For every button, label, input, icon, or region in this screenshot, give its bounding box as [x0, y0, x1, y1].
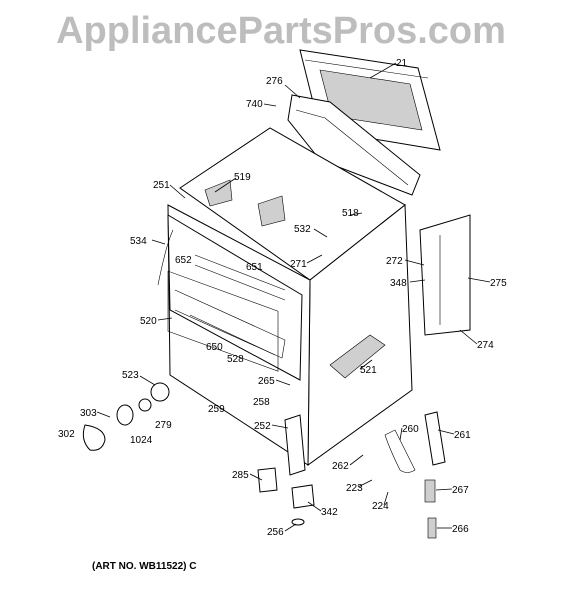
callout-21: 21	[396, 58, 408, 69]
callout-651: 651	[246, 262, 263, 273]
callout-528: 528	[227, 354, 244, 365]
callout-279: 279	[155, 420, 172, 431]
leader-lines	[96, 62, 491, 532]
callout-519: 519	[234, 172, 251, 183]
callout-652: 652	[175, 255, 192, 266]
callout-523: 523	[122, 370, 139, 381]
callout-285: 285	[232, 470, 249, 481]
side-panel	[419, 214, 471, 336]
callout-266: 266	[452, 524, 469, 535]
art-number-caption: (ART NO. WB11522) C	[92, 561, 197, 572]
callout-534: 534	[130, 236, 147, 247]
callout-518: 518	[342, 208, 359, 219]
callout-223: 223	[346, 483, 363, 494]
callout-260: 260	[402, 424, 419, 435]
callout-274: 274	[477, 340, 494, 351]
callout-348: 348	[390, 278, 407, 289]
oven-interior	[167, 214, 303, 381]
oven-rod	[157, 229, 174, 286]
vent-duct	[287, 94, 421, 196]
callout-1024: 1024	[130, 435, 153, 446]
callout-342: 342	[321, 507, 338, 518]
callout-224: 224	[372, 501, 389, 512]
callout-252: 252	[254, 421, 271, 432]
callout-251: 251	[153, 180, 170, 191]
callout-740: 740	[246, 99, 263, 110]
callout-256: 256	[267, 527, 284, 538]
lamp-and-knob-parts	[82, 382, 170, 451]
callout-272: 272	[386, 256, 403, 267]
access-cover	[329, 334, 386, 379]
callout-532: 532	[294, 224, 311, 235]
callout-262: 262	[332, 461, 349, 472]
callout-267: 267	[452, 485, 469, 496]
callout-271: 271	[290, 259, 307, 270]
callout-275: 275	[490, 278, 507, 289]
watermark-logo-text: AppliancePartsPros.com	[56, 10, 506, 52]
lower-parts	[257, 411, 446, 539]
callout-259: 259	[208, 404, 225, 415]
callout-521: 521	[360, 365, 377, 376]
callout-258: 258	[253, 397, 270, 408]
callout-265: 265	[258, 376, 275, 387]
callout-650: 650	[206, 342, 223, 353]
callout-520: 520	[140, 316, 157, 327]
callout-labels: 21 276 740 519 251 518 532 534 652 651 2…	[58, 58, 507, 538]
callout-302: 302	[58, 429, 75, 440]
callout-261: 261	[454, 430, 471, 441]
callout-276: 276	[266, 76, 283, 87]
callout-303: 303	[80, 408, 97, 419]
